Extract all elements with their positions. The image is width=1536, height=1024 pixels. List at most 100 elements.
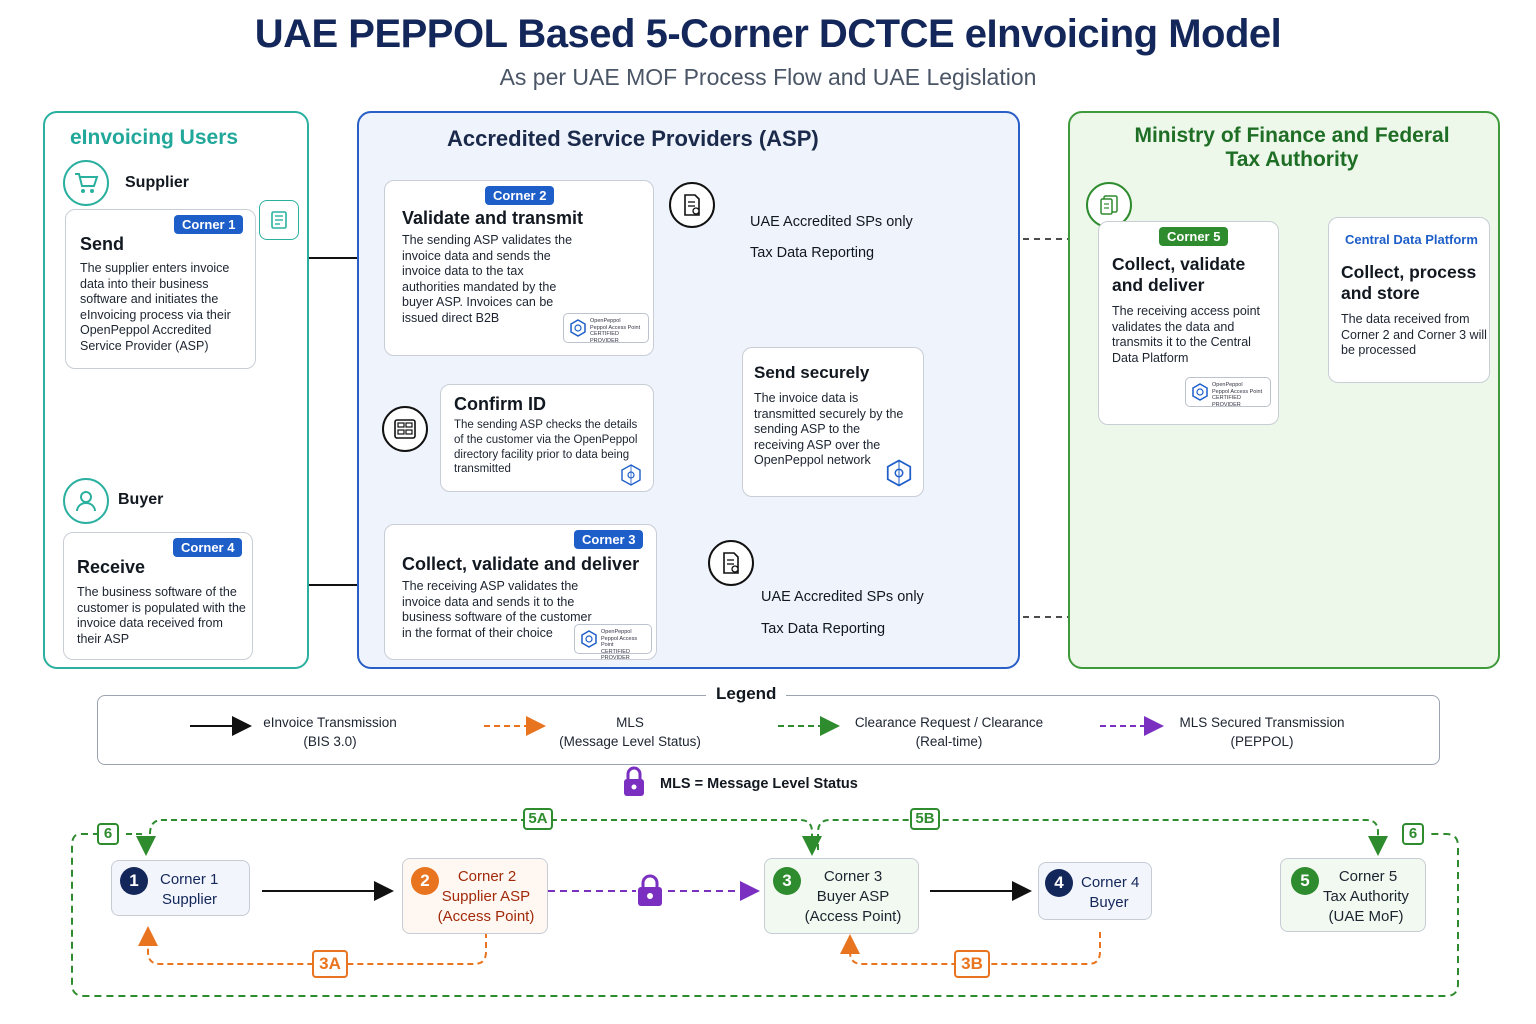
send-securely-card: Send securely The invoice data is transm… bbox=[742, 347, 924, 497]
send-securely-text: The invoice data is transmitted securely… bbox=[754, 391, 904, 468]
document-icon bbox=[259, 200, 299, 240]
page-subtitle: As per UAE MOF Process Flow and UAE Legi… bbox=[499, 64, 1037, 90]
legend-title: Legend bbox=[706, 684, 787, 704]
flow-outer-loop bbox=[71, 833, 1459, 997]
legend-einvoice-line2: (BIS 3.0) bbox=[303, 734, 357, 749]
flow-num-5: 5 bbox=[1291, 867, 1319, 895]
legend-clearance-line2: (Real-time) bbox=[915, 734, 983, 749]
flow-node4-line2: Buyer bbox=[1089, 894, 1129, 911]
op-line3: CERTIFIED PROVIDER bbox=[590, 331, 619, 344]
legend-secured-line2: (PEPPOL) bbox=[1230, 734, 1294, 749]
op-line1: OpenPeppol bbox=[601, 629, 632, 635]
legend-mls-line2: (Message Level Status) bbox=[559, 734, 701, 749]
send-heading: Send bbox=[80, 234, 125, 254]
flow-node5-line1: Corner 5 bbox=[1338, 868, 1398, 885]
op-line2: Peppol Access Point bbox=[1212, 388, 1263, 395]
legend-item-clearance: Clearance Request / Clearance (Real-time… bbox=[846, 713, 1052, 751]
flow-node3-line1: Corner 3 bbox=[823, 868, 883, 885]
legend-secured-line1: MLS Secured Transmission bbox=[1179, 715, 1345, 730]
flow-num-4: 4 bbox=[1045, 869, 1073, 897]
flow-5b bbox=[817, 819, 1388, 856]
tag-5b: 5B bbox=[910, 808, 940, 830]
flow-node2-line2: Supplier ASP bbox=[441, 888, 531, 905]
flow-node-corner5: 5 Corner 5 Tax Authority (UAE MoF) bbox=[1280, 858, 1426, 932]
flow-node-corner1: 1 Corner 1 Supplier bbox=[111, 860, 250, 916]
op-line3: CERTIFIED PROVIDER bbox=[1212, 395, 1241, 408]
corner2-badge: Corner 2 bbox=[485, 186, 555, 205]
corner3-heading: Collect, validate and deliver bbox=[402, 554, 640, 574]
op-line2: Peppol Access Point bbox=[590, 324, 641, 331]
flow-node5-line2: Tax Authority bbox=[1323, 888, 1409, 905]
directory-grid-icon bbox=[382, 406, 428, 452]
flow-node-corner2: 2 Corner 2 Supplier ASP (Access Point) bbox=[402, 858, 548, 934]
confirm-id-card: Confirm ID The sending ASP checks the de… bbox=[440, 384, 654, 492]
top-arrow-label-upper: UAE Accredited SPs only bbox=[750, 214, 913, 230]
validate-transmit-text: The sending ASP validates the invoice da… bbox=[402, 233, 573, 325]
buyer-label: Buyer bbox=[118, 491, 164, 508]
user-icon bbox=[63, 478, 109, 524]
legend-item-mls: MLS (Message Level Status) bbox=[550, 713, 710, 751]
corner3-text: The receiving ASP validates the invoice … bbox=[402, 579, 592, 640]
document-copy-icon bbox=[1086, 182, 1132, 228]
top-arrow-label-lower: Tax Data Reporting bbox=[750, 245, 875, 261]
flow-node4-line1: Corner 4 bbox=[1081, 874, 1140, 891]
tag-6-right: 6 bbox=[1402, 823, 1424, 845]
central-data-platform-card: Central Data Platform Collect, process a… bbox=[1328, 217, 1490, 383]
send-card: Send The supplier enters invoice data in… bbox=[65, 209, 256, 369]
network-icon bbox=[886, 459, 912, 487]
cart-icon bbox=[63, 160, 109, 206]
page-title: UAE PEPPOL Based 5-Corner DCTCE eInvoici… bbox=[254, 12, 1282, 56]
flow-lock-icon bbox=[636, 874, 664, 906]
flow-node-corner4: 4 Corner 4 Buyer bbox=[1038, 862, 1152, 920]
tag-3a: 3A bbox=[312, 950, 348, 978]
corner5-heading: Collect, validate and deliver bbox=[1112, 254, 1246, 295]
confirm-id-text: The sending ASP checks the details of th… bbox=[454, 419, 638, 476]
op-line2: Peppol Access Point bbox=[601, 635, 638, 649]
corner3-badge: Corner 3 bbox=[574, 530, 644, 549]
op-line1: OpenPeppol bbox=[1212, 382, 1243, 388]
corner5-badge: Corner 5 bbox=[1159, 227, 1229, 246]
flow-num-2: 2 bbox=[411, 867, 439, 895]
corner5-text: The receiving access point validates the… bbox=[1112, 304, 1260, 365]
network-icon bbox=[621, 464, 641, 486]
send-text: The supplier enters invoice data into th… bbox=[80, 261, 231, 353]
corner4-badge: Corner 4 bbox=[173, 538, 243, 557]
legend-einvoice-line1: eInvoice Transmission bbox=[263, 715, 397, 730]
bottom-arrow-label-lower: Tax Data Reporting bbox=[761, 621, 886, 637]
op-line1: OpenPeppol bbox=[590, 318, 621, 324]
flow-num-1: 1 bbox=[120, 867, 148, 895]
document-certificate-icon bbox=[669, 182, 715, 228]
flow-num-3: 3 bbox=[773, 867, 801, 895]
flow-5a bbox=[149, 819, 822, 856]
flow-node1-line2: Supplier bbox=[162, 891, 218, 908]
mls-note: MLS = Message Level Status bbox=[660, 776, 858, 792]
flow-node1-line1: Corner 1 bbox=[160, 871, 219, 888]
receive-text: The business software of the customer is… bbox=[77, 585, 246, 646]
send-securely-heading: Send securely bbox=[754, 363, 870, 382]
corner5-card: Collect, validate and deliver The receiv… bbox=[1098, 221, 1279, 425]
mof-panel-title: Ministry of Finance and Federal Tax Auth… bbox=[1134, 124, 1450, 171]
legend-item-secured: MLS Secured Transmission (PEPPOL) bbox=[1170, 713, 1354, 751]
flow-3a bbox=[138, 926, 487, 965]
cdp-text: The data received from Corner 2 and Corn… bbox=[1341, 312, 1487, 358]
confirm-id-heading: Confirm ID bbox=[454, 394, 546, 414]
tag-3b: 3B bbox=[954, 950, 990, 978]
document-certificate-icon bbox=[708, 540, 754, 586]
users-panel-title: eInvoicing Users bbox=[70, 126, 239, 149]
cdp-label: Central Data Platform bbox=[1345, 232, 1478, 247]
op-line3: CERTIFIED PROVIDER bbox=[601, 648, 630, 662]
legend-clearance-line1: Clearance Request / Clearance bbox=[854, 715, 1044, 730]
flow-node3-line3: (Access Point) bbox=[804, 908, 902, 925]
cdp-heading: Collect, process and store bbox=[1341, 262, 1477, 303]
asp-panel-title: Accredited Service Providers (ASP) bbox=[447, 126, 819, 151]
legend-lock-icon bbox=[624, 766, 644, 796]
tag-5a: 5A bbox=[523, 808, 553, 830]
flow-node3-line2: Buyer ASP bbox=[816, 888, 890, 905]
bottom-arrow-label-upper: UAE Accredited SPs only bbox=[761, 589, 924, 605]
tag-6-left: 6 bbox=[97, 823, 119, 845]
flow-6-left bbox=[126, 833, 156, 856]
legend-item-einvoice: eInvoice Transmission (BIS 3.0) bbox=[254, 713, 406, 751]
